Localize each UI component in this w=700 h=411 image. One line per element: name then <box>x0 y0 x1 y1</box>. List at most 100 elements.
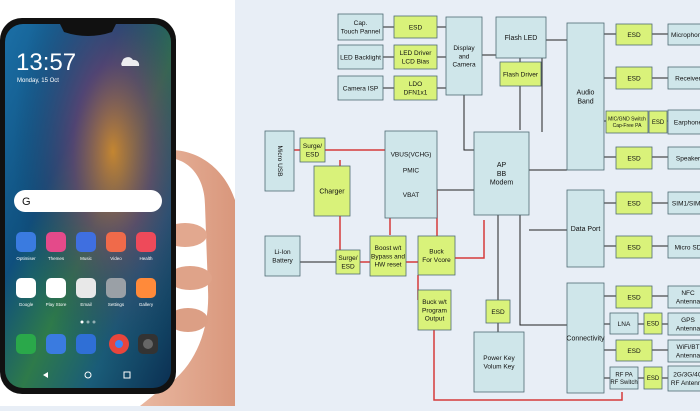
block-cap-touch: Cap.Touch Pannel <box>337 13 384 41</box>
app-icon[interactable] <box>46 278 66 298</box>
connection-line <box>455 220 485 259</box>
block-label: Earphone <box>674 119 700 126</box>
app-label: Settings <box>108 302 125 307</box>
block-charger: Charger <box>313 165 351 217</box>
search-bar[interactable] <box>14 190 162 212</box>
contacts-icon[interactable] <box>46 334 66 354</box>
messages-icon[interactable] <box>76 334 96 354</box>
app-label: Music <box>80 256 93 261</box>
page-dot <box>86 320 90 324</box>
google-g-icon: G <box>22 196 31 208</box>
app-icon[interactable] <box>136 232 156 252</box>
clock-time: 13:57 <box>16 49 76 76</box>
app-icon[interactable] <box>16 232 36 252</box>
notch <box>60 24 116 36</box>
page-dot <box>80 320 84 324</box>
app-label: Optimiser <box>16 256 36 261</box>
block-earphone: Earphone <box>667 109 700 135</box>
phone-icon[interactable] <box>16 334 36 354</box>
block-esd-sim: ESD <box>615 191 653 215</box>
block-esd-power: ESD <box>485 299 511 324</box>
block-label: Camera ISP <box>343 85 378 92</box>
block-flash-led: Flash LED <box>495 16 547 59</box>
block-camera-isp: Camera ISP <box>337 75 384 101</box>
block-label: Surge/ESD <box>338 255 357 270</box>
block-label: ESD <box>627 75 641 82</box>
app-label: Health <box>139 256 153 261</box>
block-esd-wifi: ESD <box>615 339 653 362</box>
app-icon[interactable] <box>106 232 126 252</box>
block-speaker: Speaker <box>667 146 700 170</box>
block-label: Microphone <box>671 32 700 39</box>
app-icon[interactable] <box>76 232 96 252</box>
block-label: LNA <box>618 321 631 328</box>
app-label: Video <box>110 256 122 261</box>
block-sim: SIM1/SIM2 <box>667 191 700 215</box>
app-icon[interactable] <box>16 278 36 298</box>
app-label: Google <box>19 302 34 307</box>
app-icon[interactable] <box>46 232 66 252</box>
block-label: Surge/ESD <box>303 143 322 158</box>
block-esd-microsd: ESD <box>615 235 653 259</box>
block-label: ESD <box>627 348 641 355</box>
block-connectivity: Connectivity <box>566 282 605 394</box>
block-esd-mic: ESD <box>615 23 653 46</box>
app-icon[interactable] <box>76 278 96 298</box>
app-icon[interactable] <box>106 278 126 298</box>
recents-icon[interactable] <box>123 371 131 379</box>
block-label: ESD <box>627 244 641 251</box>
app-label: Email <box>80 302 91 307</box>
clock-date: Monday, 15 Oct <box>17 78 59 84</box>
block-label: LED Backlight <box>340 54 381 61</box>
weather-icon <box>121 57 140 66</box>
block-receiver: Receiver <box>667 66 700 90</box>
block-label: ESD <box>647 322 660 328</box>
block-label: ESD <box>652 120 665 126</box>
block-surge-esd-usb: Surge/ESD <box>299 137 326 163</box>
block-label: ESD <box>491 309 505 316</box>
block-label: Connectivity <box>566 335 605 342</box>
finger <box>168 266 212 290</box>
app-icon[interactable] <box>136 278 156 298</box>
block-microsd: Micro SD <box>667 235 700 259</box>
block-esd-earphone: ESD <box>648 110 668 134</box>
home-icon[interactable] <box>84 371 92 379</box>
block-label: Flash LED <box>505 35 538 42</box>
block-lna: LNA <box>609 312 639 335</box>
block-esd-rf: ESD <box>643 366 663 390</box>
block-micro-usb: Micro USB <box>264 130 295 192</box>
block-esd-gps: ESD <box>643 312 663 335</box>
block-label: ESD <box>409 24 423 31</box>
back-icon[interactable] <box>43 372 48 378</box>
block-esd-nfc: ESD <box>615 285 653 309</box>
block-esd-touch: ESD <box>393 15 438 39</box>
